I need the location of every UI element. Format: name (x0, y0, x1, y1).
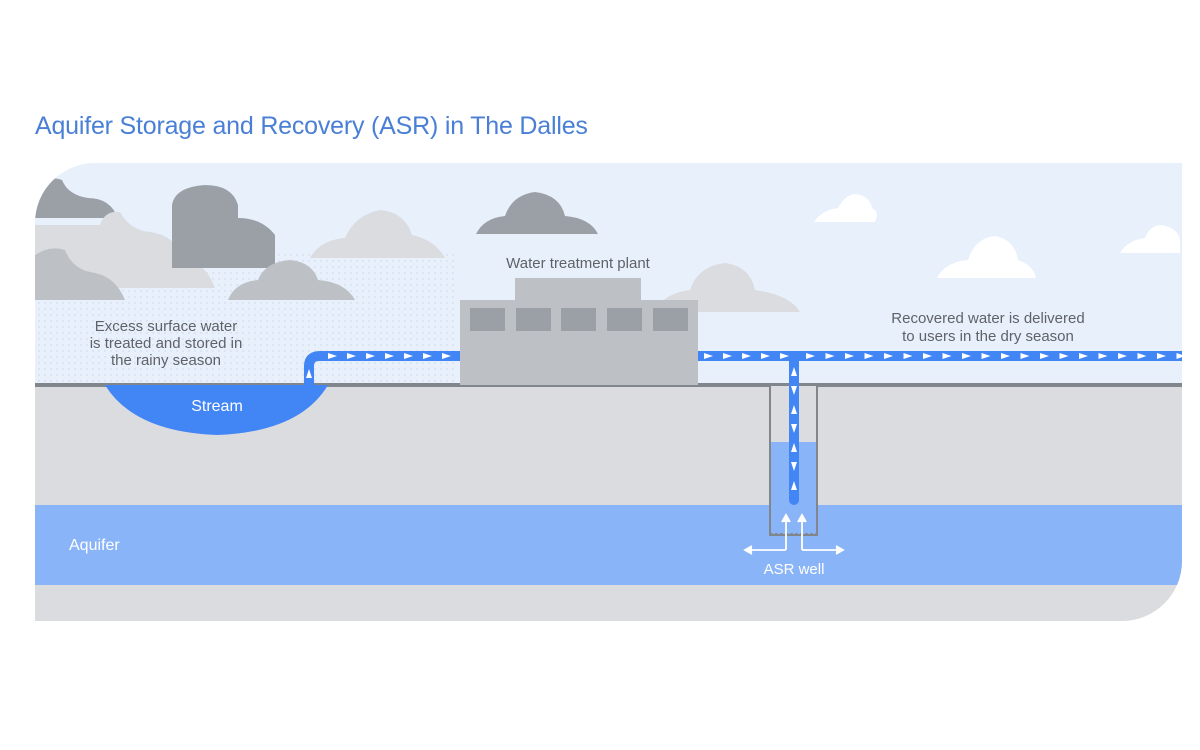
aquifer-layer (35, 505, 1182, 585)
excess-label-line1: Excess surface water (95, 318, 238, 335)
storm-clouds (35, 178, 800, 312)
flow-arrow-icon (942, 353, 952, 359)
flow-arrow-icon (791, 386, 797, 395)
flow-arrow-icon (404, 353, 413, 359)
flow-arrow-icon (1079, 353, 1088, 359)
flow-arrow-icon (791, 424, 797, 433)
excess-label-line2: is treated and stored in (90, 335, 243, 352)
diagram-title: Aquifer Storage and Recovery (ASR) in Th… (35, 112, 588, 140)
aquifer-label: Aquifer (69, 537, 120, 554)
flow-arrow-icon (791, 481, 797, 490)
flow-arrow-icon (1059, 353, 1069, 359)
flow-arrow-icon (806, 353, 815, 359)
flow-arrow-icon (780, 353, 789, 359)
flow-arrow-icon (366, 353, 375, 359)
flow-arrow-icon (845, 353, 854, 359)
flow-arrow-icon (884, 353, 893, 359)
stream-label: Stream (191, 398, 243, 415)
flow-arrow-icon (791, 443, 797, 452)
asr-well-label: ASR well (764, 561, 825, 578)
flow-arrow-icon (1157, 353, 1166, 359)
flow-arrow-icon (981, 353, 991, 359)
stream (105, 385, 328, 435)
flow-arrow-icon (791, 405, 797, 414)
flow-arrow-icon (1176, 353, 1182, 359)
plant-label: Water treatment plant (506, 255, 651, 272)
intake-pipe (304, 351, 460, 385)
flow-arrow-icon (864, 353, 874, 359)
flow-arrow-icon (791, 462, 797, 471)
flow-arrow-icon (1040, 353, 1049, 359)
flow-arrow-icon (903, 353, 913, 359)
flow-arrows (306, 353, 1182, 490)
flow-arrow-icon (825, 353, 835, 359)
flow-arrow-icon (385, 353, 394, 359)
excess-label-line3: the rainy season (111, 352, 221, 369)
recovered-label-line1: Recovered water is delivered (891, 310, 1084, 327)
flow-arrow-icon (1001, 353, 1010, 359)
recharge-arrows (743, 513, 845, 555)
flow-arrow-icon (761, 353, 770, 359)
flow-arrow-icon (923, 353, 932, 359)
flow-arrow-icon (742, 353, 751, 359)
flow-arrow-icon (1118, 353, 1127, 359)
flow-arrow-icon (791, 367, 797, 376)
flow-arrow-icon (442, 353, 451, 359)
treatment-plant (460, 278, 698, 385)
flow-arrow-icon (704, 353, 713, 359)
flow-arrow-icon (962, 353, 971, 359)
flow-arrow-icon (1137, 353, 1147, 359)
flow-arrow-icon (1098, 353, 1108, 359)
recovered-label-line2: to users in the dry season (902, 328, 1074, 345)
white-clouds (814, 194, 1180, 278)
flow-arrow-icon (423, 353, 432, 359)
flow-arrow-icon (306, 369, 312, 378)
flow-arrow-icon (723, 353, 732, 359)
flow-arrow-icon (347, 353, 356, 359)
flow-arrow-icon (1020, 353, 1030, 359)
flow-arrow-icon (328, 353, 337, 359)
